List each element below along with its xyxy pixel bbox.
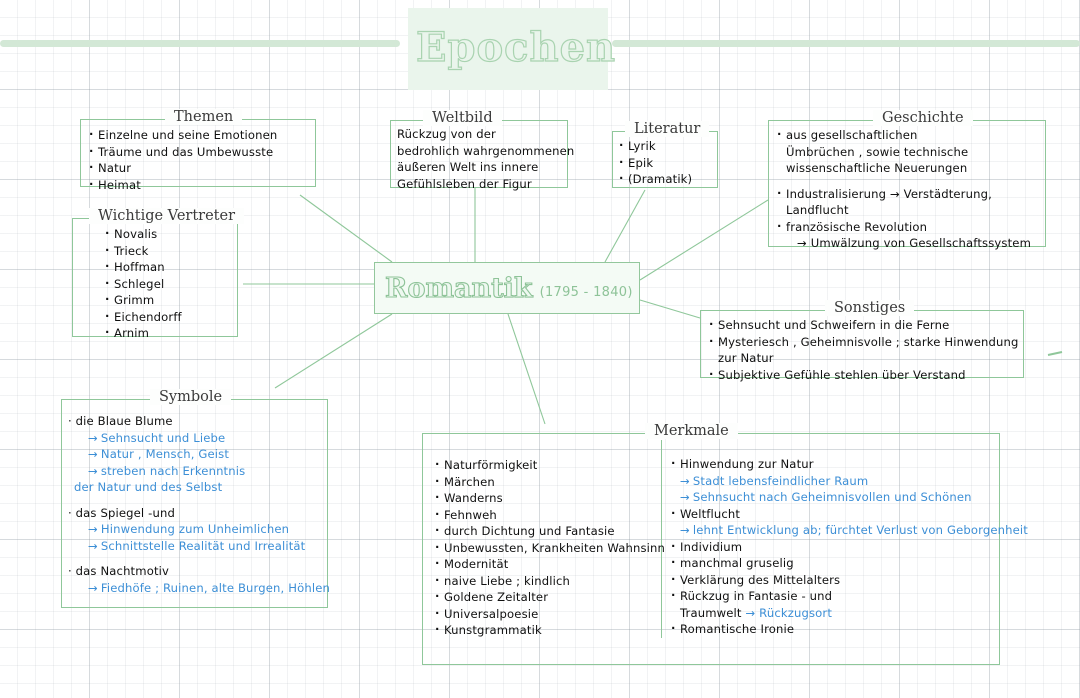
text-line: Landflucht [786,203,849,217]
list-item: Novalis [103,225,237,243]
sub-item: Schnittstelle Realität und Irrealität [68,538,327,555]
list-item: Verklärung des Mittelalters [669,571,999,589]
list-item: manchmal gruselig [669,554,999,572]
edge-tick [1047,351,1063,356]
sub-item-label: Umwälzung von Gesellschaftssystem [810,236,1032,250]
sub-item: Sehnsucht nach Geheimnisvollen und Schön… [669,489,999,506]
text-line: zur Natur [718,351,774,365]
list-item: Epik [617,154,717,172]
box-wichtige-vertreter: Wichtige Vertreter Novalis Trieck Hoffma… [72,208,245,340]
connector-sonstiges [639,299,701,319]
list-item: Hoffman [103,258,237,276]
list-item: Wanderns [433,489,658,507]
title-rule-left [0,40,400,47]
box-sonstiges: Sonstiges Sehnsucht und Schweifern in di… [700,300,1024,382]
text-line: bedrohlich wahrgenommenen [397,143,575,158]
title-rule-right [612,40,1080,47]
list-item: Grimm [103,291,237,309]
list-item: Hinwendung zur Natur [669,455,999,473]
list-item: Märchen [433,473,658,491]
list-item: Schlegel [103,275,237,293]
center-node-romantik: Romantik (1795 - 1840) [374,262,640,314]
group-head: · die Blaue Blume [68,414,173,428]
title-highlight-band [408,8,608,90]
list-item: Naturförmigkeit [433,456,658,474]
box-merkmale: Merkmale Naturförmigkeit Märchen Wandern… [422,423,1028,665]
list-item: Rückzug in Fantasie - und [669,587,999,605]
list-item: Universalpoesie [433,605,658,623]
sub-item: Natur , Mensch, Geist [68,446,327,463]
list-item: aus gesellschaftlichen [775,126,1045,144]
sub-item-label: → Rückzugsort [745,605,833,620]
spacer [775,177,1045,186]
text-line: wissenschaftliche Neuerungen [786,161,968,175]
group-head-label: das Nachtmotiv [75,564,170,578]
list-item: Unbewussten, Krankheiten Wahnsinn [433,539,665,557]
group-head-label: die Blaue Blume [75,414,173,428]
box-symbole: Symbole · die Blaue Blume Sehnsucht und … [61,389,330,608]
list-item: Trieck [103,242,237,260]
box-geschichte: Geschichte aus gesellschaftlichen Ümbrüc… [768,110,1046,250]
sub-item: Sehnsucht und Liebe [68,430,327,447]
text-line: Ümbrüchen , sowie technische [786,144,969,159]
list-item: Modernität [433,555,658,573]
list-item: Mysteriesch , Geheimnisvolle ; starke Hi… [707,333,1023,351]
connector-geschichte [639,199,769,281]
box-literatur-title: Literatur [625,121,710,137]
list-item: Träume und das Umbewusste [87,143,315,161]
list-item: Individium [669,538,999,556]
box-weltbild-title: Weltbild [423,110,502,126]
sub-item: Hinwendung zum Unheimlichen [68,521,327,538]
list-item: Eichendorff [103,308,237,326]
connector-symbole [274,313,393,389]
list-item: Sehnsucht und Schweifern in die Ferne [707,316,1023,334]
sub-item-continuation: der Natur und des Selbst [74,480,223,494]
list-item: Fehnweh [433,506,658,524]
list-item: Industralisierung → Verstädterung, [775,185,1045,203]
list-item: Romantische Ironie [669,620,999,638]
list-item: Arnim [103,324,237,342]
list-item: Lyrik [617,137,717,155]
text-line: Traumwelt → Rückzugsort [669,605,999,622]
list-item: Einzelne und seine Emotionen [87,126,315,144]
box-weltbild: Weltbild Rückzug von der bedrohlich wahr… [390,110,575,191]
text-line: Rückzug von der [397,127,496,141]
group-head-label: das Spiegel -und [75,505,175,520]
connector-themen [299,194,393,263]
sub-item: Fiedhöfe ; Ruinen, alte Burgen, Höhlen [68,580,330,597]
list-item: Weltflucht [669,505,999,523]
list-item: durch Dichtung und Fantasie [433,522,658,540]
box-themen-title: Themen [165,109,243,125]
text-line: äußeren Welt ins innere [397,160,539,174]
center-node-years: (1795 - 1840) [539,284,633,300]
text-line: Gefühlsleben der Figur [397,176,532,191]
sub-item: streben nach Erkenntnis [68,463,327,480]
sub-item: → Umwälzung von Gesellschaftssystem [797,236,1032,250]
box-geschichte-title: Geschichte [873,110,973,126]
page-title: Epochen [415,23,617,71]
list-item: französische Revolution [775,218,1045,236]
text-line-label: Traumwelt [680,605,742,620]
list-item: Subjektive Gefühle stehlen über Verstand [707,366,1023,384]
box-sonstiges-title: Sonstiges [825,300,915,316]
group-head: · das Nachtmotiv [68,564,170,578]
connector-merkmale [507,313,546,425]
center-node-label: Romantik [384,272,533,304]
list-item: Kunstgrammatik [433,621,658,639]
connector-literatur [604,189,646,263]
box-themen: Themen Einzelne und seine Emotionen Träu… [80,109,316,192]
box-symbole-title: Symbole [150,389,232,405]
sub-item: lehnt Entwicklung ab; fürchtet Verlust v… [669,522,1028,539]
sub-item: Stadt lebensfeindlicher Raum [669,473,999,490]
list-item: Heimat [87,176,315,194]
list-item: (Dramatik) [617,170,717,188]
box-merkmale-title: Merkmale [645,423,738,439]
box-vertreter-title: Wichtige Vertreter [89,208,245,224]
box-literatur: Literatur Lyrik Epik (Dramatik) [612,121,718,188]
list-item: Goldene Zeitalter [433,588,658,606]
group-head: · das Spiegel -und [68,505,175,520]
list-item: naive Liebe ; kindlich [433,572,658,590]
list-item: Natur [87,159,315,177]
